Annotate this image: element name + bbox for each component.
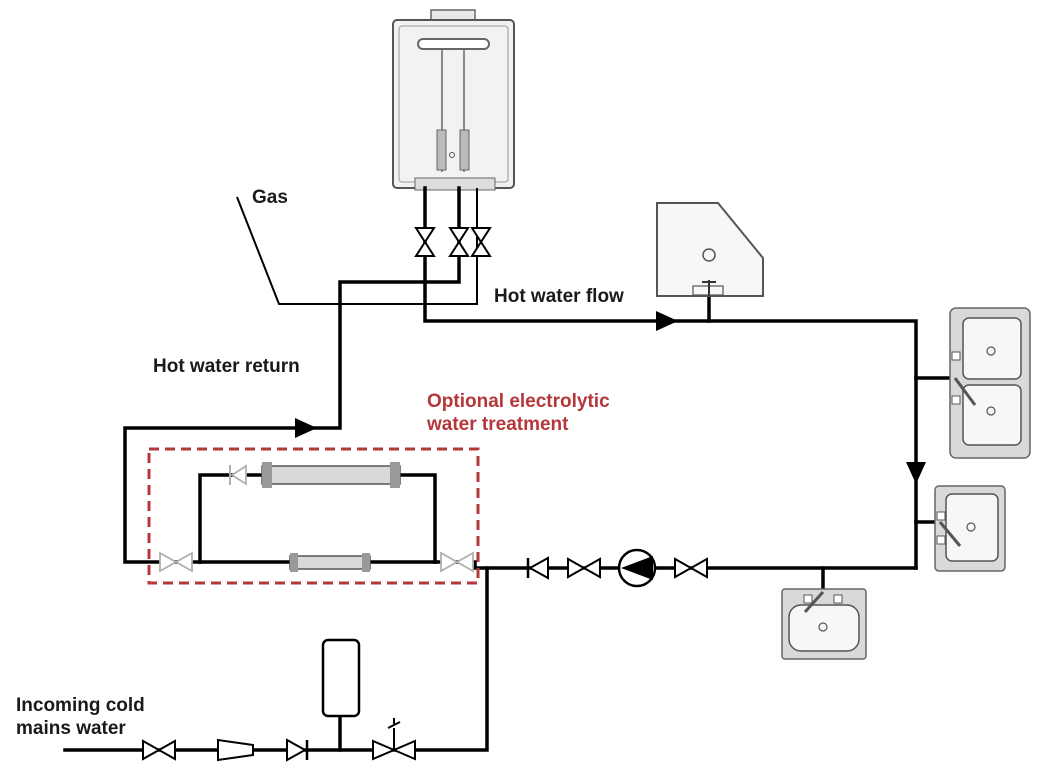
isolation-valve-icon: [448, 227, 470, 257]
treatment-loop-pipe: [198, 473, 437, 564]
single-sink-icon: [934, 485, 1006, 572]
pressure-reducing-valve-icon: [372, 718, 416, 761]
gas-label: Gas: [252, 187, 288, 208]
pressure-reducer-icon: [217, 738, 254, 762]
optional-treatment-label-line1: Optional electrolytic: [427, 391, 610, 412]
isolation-valve-icon: [674, 557, 708, 579]
cartridge-cap: [290, 553, 298, 572]
return-arrow-icon: [295, 418, 317, 438]
flow-arrow-icon: [906, 462, 926, 484]
isolation-valve-icon: [159, 551, 193, 573]
isolation-valve-icon: [414, 227, 436, 257]
optional-treatment-box: [147, 447, 480, 585]
incoming-cold-label-line2: mains water: [16, 718, 126, 739]
cartridge-cap: [262, 462, 272, 488]
cold-mains-pipe: [63, 566, 489, 752]
filter-cartridge-icon: [261, 465, 401, 485]
isolation-valve-icon: [440, 551, 474, 573]
cartridge-cap: [390, 462, 400, 488]
shower-tray-icon: [656, 202, 764, 297]
basin-icon: [781, 588, 867, 660]
gas-pipe: [236, 188, 478, 305]
incoming-cold-label-line1: Incoming cold: [16, 695, 145, 716]
pump-icon: [617, 548, 657, 588]
expansion-vessel-icon: [321, 638, 361, 718]
check-valve-icon: [526, 556, 549, 580]
double-sink-icon: [949, 307, 1031, 459]
isolation-valve-icon: [470, 227, 492, 257]
filter-cartridge-icon: [289, 555, 371, 570]
check-valve-icon: [286, 738, 309, 762]
isolation-valve-icon: [142, 739, 176, 761]
optional-treatment-label-line2: water treatment: [427, 414, 569, 435]
hot-water-return-label: Hot water return: [153, 356, 300, 377]
check-valve-icon: [229, 464, 247, 486]
hot-water-flow-label: Hot water flow: [494, 286, 624, 307]
isolation-valve-icon: [567, 557, 601, 579]
water-heater-icon: [392, 9, 515, 191]
hot-water-return-pipe: [123, 186, 461, 564]
cartridge-cap: [362, 553, 370, 572]
flow-arrow-icon: [656, 311, 678, 331]
